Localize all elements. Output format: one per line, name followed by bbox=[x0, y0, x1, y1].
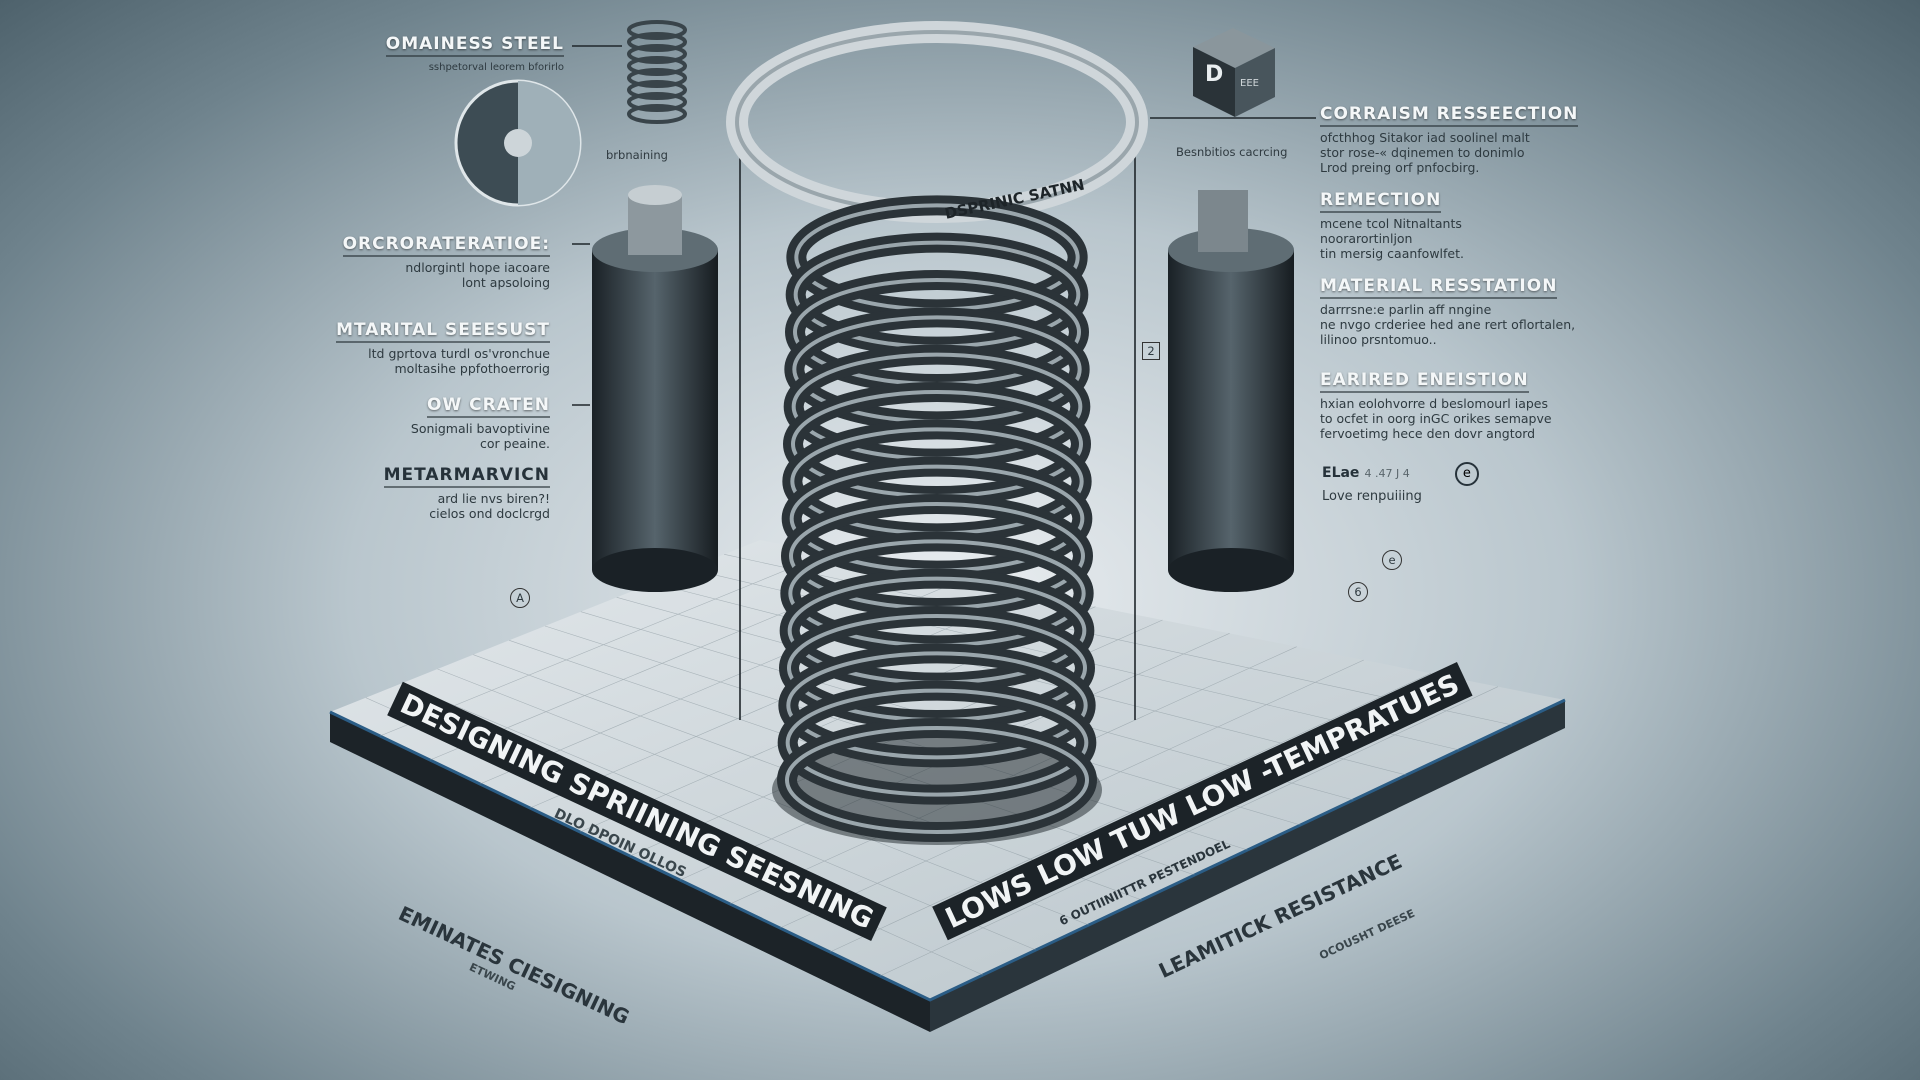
label-title: MTARITAL SEEESUST bbox=[336, 320, 550, 343]
label-right-2: REMECTION mcene tcol Nitnaltants nooraro… bbox=[1320, 190, 1464, 261]
cube-icon bbox=[1193, 28, 1275, 117]
right-cylinder bbox=[1168, 190, 1294, 592]
label-title: EARIRED ENEISTION bbox=[1320, 370, 1529, 393]
label-left-1: OMAINESS STEEL sshpetorval leorem bforir… bbox=[385, 34, 564, 75]
label-title: MATERIAL RESSTATION bbox=[1320, 276, 1558, 299]
label-body: ndlorgintl hope iacoare lont apsoloing bbox=[405, 260, 550, 290]
label-left-3: MTARITAL SEEESUST ltd gprtova turdl os'v… bbox=[336, 320, 550, 376]
dial-note: brbnaining bbox=[606, 148, 668, 162]
marker-2: 2 bbox=[1142, 342, 1160, 360]
footnote-code: 4 .47 J 4 bbox=[1364, 467, 1410, 480]
label-right-4: EARIRED ENEISTION hxian eolohvorre d bes… bbox=[1320, 370, 1552, 441]
spring-coil bbox=[786, 651, 1088, 760]
mini-spring-coil bbox=[627, 68, 687, 88]
label-right-3: MATERIAL RESSTATION darrrsne:e parlin af… bbox=[1320, 276, 1575, 347]
label-body: Sonigmali bavoptivine cor peaine. bbox=[410, 421, 550, 451]
left-cylinder bbox=[592, 185, 718, 592]
label-body: sshpetorval leorem bforirlo bbox=[428, 62, 564, 73]
label-title: ORCRORATERATIOE: bbox=[342, 234, 550, 257]
label-body: ard lie nvs biren?! cielos ond doclcrgd bbox=[429, 491, 550, 521]
footnote: ELae 4 .47 J 4 e Love renpuiiing bbox=[1322, 462, 1479, 504]
gauge-dial bbox=[454, 79, 582, 207]
label-title: OMAINESS STEEL bbox=[385, 34, 564, 57]
mini-spring-coil bbox=[627, 80, 687, 100]
mini-spring-coil bbox=[627, 20, 687, 40]
box-note: Besnbitios cacrcing bbox=[1176, 145, 1288, 159]
label-left-2: ORCRORATERATIOE: ndlorgintl hope iacoare… bbox=[342, 234, 550, 290]
label-left-5: METARMARVICN ard lie nvs biren?! cielos … bbox=[383, 465, 550, 521]
box-side-text: EEE bbox=[1240, 78, 1259, 89]
mini-spring-coil bbox=[627, 56, 687, 76]
mini-spring-coil bbox=[627, 92, 687, 112]
footnote-badge: e bbox=[1454, 462, 1479, 486]
grid-line bbox=[879, 686, 1499, 977]
mini-spring bbox=[627, 20, 687, 124]
label-left-4: OW CRATEN Sonigmali bavoptivine cor peai… bbox=[411, 395, 550, 451]
label-body: ofcthhog Sitakor iad soolinel malt stor … bbox=[1320, 130, 1530, 175]
label-title: REMECTION bbox=[1320, 190, 1442, 213]
leader-lines bbox=[572, 45, 1316, 720]
spring-coil bbox=[785, 726, 1089, 834]
label-body: darrrsne:e parlin aff nngine ne nvgo crd… bbox=[1320, 302, 1576, 347]
main-spring bbox=[726, 21, 1148, 845]
mini-spring-coil bbox=[627, 32, 687, 52]
footnote-body: Love renpuiiing bbox=[1322, 489, 1422, 504]
label-title: METARMARVICN bbox=[383, 465, 550, 488]
marker-a: A bbox=[510, 588, 530, 608]
marker-e: e bbox=[1382, 550, 1402, 570]
label-body: hxian eolohvorre d beslomourl iapes to o… bbox=[1320, 396, 1552, 441]
label-title: OW CRATEN bbox=[427, 395, 550, 418]
mini-spring-coil bbox=[627, 44, 687, 64]
label-right-1: CORRAISM RESSEECTION ofcthhog Sitakor ia… bbox=[1320, 104, 1579, 175]
footnote-title: ELae bbox=[1322, 465, 1360, 481]
label-title: CORRAISM RESSEECTION bbox=[1320, 104, 1579, 127]
box-letter: D bbox=[1205, 62, 1224, 87]
mini-spring-coil bbox=[627, 104, 687, 124]
marker-6: 6 bbox=[1348, 582, 1368, 602]
label-body: mcene tcol Nitnaltants noorarortinljon t… bbox=[1320, 216, 1464, 261]
spring-coil bbox=[785, 688, 1089, 797]
label-body: ltd gprtova turdl os'vronchue moltasihe … bbox=[368, 346, 550, 376]
